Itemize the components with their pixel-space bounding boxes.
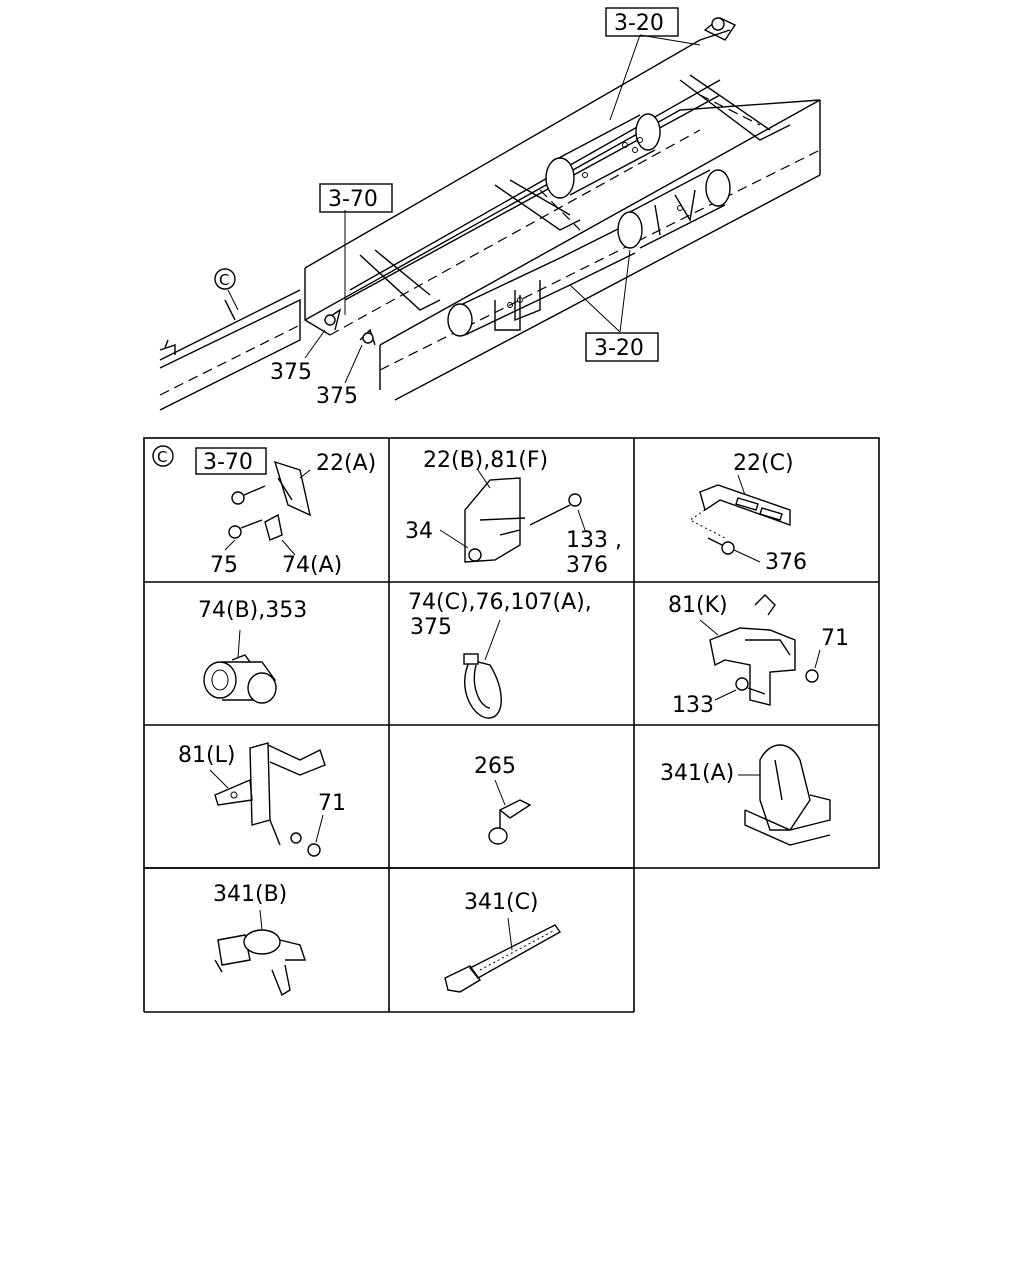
- bracket-22b: [464, 477, 521, 563]
- clip-341b: [217, 934, 251, 966]
- cell-circle-c: [152, 445, 174, 467]
- label-22a: 22(A): [316, 451, 376, 476]
- label-375-c5: 375: [410, 615, 452, 640]
- clip-265: [498, 799, 532, 819]
- label-34: 34: [405, 519, 433, 544]
- label-341a: 341(A): [660, 761, 734, 786]
- label-71-c7: 71: [318, 791, 346, 816]
- cable-tie-74c: [464, 659, 502, 719]
- clip-341a: [759, 744, 811, 831]
- cable-tie-341c: [468, 924, 562, 979]
- bolt-icon: [231, 491, 245, 505]
- label-81k: 81(K): [668, 593, 728, 618]
- chassis-frame-drawing: [159, 17, 821, 411]
- circle-c-marker: [214, 268, 236, 290]
- label-81l: 81(L): [178, 743, 235, 768]
- label-22c: 22(C): [733, 451, 794, 476]
- cell-81l: 81(L) 71: [178, 742, 346, 857]
- cell-265: 265: [474, 754, 532, 845]
- label-341b: 341(B): [213, 882, 287, 907]
- label-74a: 74(A): [282, 553, 342, 578]
- label-341c: 341(C): [464, 890, 539, 915]
- clamp-74b: [203, 661, 237, 699]
- part-375-a: 375: [270, 360, 312, 385]
- cell-22a: C 3-70 22(A) 75 74(A): [152, 445, 376, 578]
- ref-box-top: [605, 7, 679, 37]
- bracket-22a: [273, 460, 311, 517]
- bracket-81l: [249, 742, 271, 826]
- label-22b-81f: 22(B),81(F): [423, 448, 548, 473]
- cell-341b: 341(B): [213, 882, 306, 997]
- cell-circle-c-label: C: [157, 448, 167, 466]
- cell-22b: 22(B),81(F) 34 133 , 376: [405, 448, 622, 578]
- label-74c-76-107a: 74(C),76,107(A),: [408, 590, 592, 615]
- label-133-c6: 133: [672, 693, 714, 718]
- label-133: 133 ,: [566, 528, 622, 553]
- label-376: 376: [566, 553, 608, 578]
- ref-top-label: 3-20: [614, 11, 664, 36]
- ref-left-label: 3-70: [328, 187, 378, 212]
- label-75: 75: [210, 553, 238, 578]
- label-376-c3: 376: [765, 550, 807, 575]
- cell-341c: 341(C): [444, 890, 562, 993]
- cell-22c: 22(C) 376: [689, 451, 807, 575]
- label-74b-353: 74(B),353: [198, 598, 307, 623]
- part-375-b: 375: [316, 384, 358, 409]
- label-71: 71: [821, 626, 849, 651]
- cell-81k: 81(K) 71 133: [668, 593, 849, 718]
- ref-bottom-label: 3-20: [594, 336, 644, 361]
- parts-grid: [143, 437, 880, 1013]
- cell-74c: 74(C),76,107(A), 375: [408, 590, 592, 719]
- cell-ref-box: [195, 447, 267, 475]
- ref-box-left: [319, 183, 393, 213]
- label-265: 265: [474, 754, 516, 779]
- cell-74b: 74(B),353: [198, 598, 307, 704]
- circle-c-label: C: [219, 271, 229, 289]
- cell-341a: 341(A): [660, 744, 831, 846]
- bracket-81k: [709, 627, 796, 706]
- cell-ref-label: 3-70: [203, 450, 253, 475]
- ref-box-bottom: [585, 332, 659, 362]
